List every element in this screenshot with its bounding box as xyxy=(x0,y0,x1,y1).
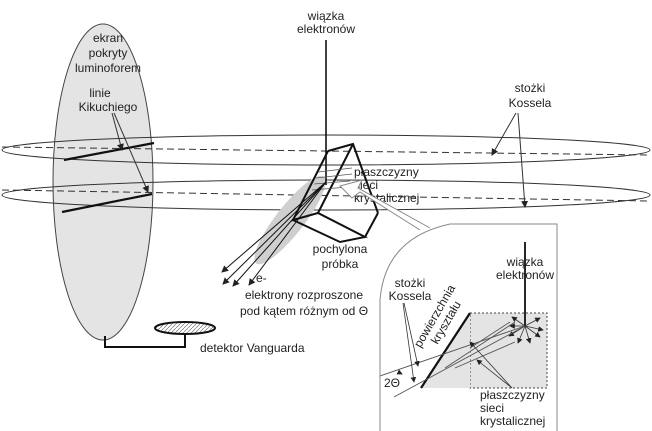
kikuchi-label: Kikuchiego xyxy=(79,100,138,114)
svg-text:stożki: stożki xyxy=(515,81,546,95)
lattice-planes-label: płaszczyzny xyxy=(354,165,419,179)
vanguard-detector xyxy=(154,321,216,335)
detector-cable xyxy=(104,334,186,348)
beam-label: wiązka xyxy=(307,9,345,23)
kikuchi-label: linie xyxy=(89,86,111,100)
svg-text:luminoforem: luminoforem xyxy=(75,61,141,75)
scattered-label: pod kątem różnym od Θ xyxy=(240,304,368,318)
kossel-label: stożki xyxy=(515,81,546,95)
svg-text:płaszczyzny: płaszczyzny xyxy=(480,388,545,402)
svg-text:próbka: próbka xyxy=(322,257,359,271)
kossel-label: Kossela xyxy=(509,96,552,110)
svg-text:elektrony rozproszone: elektrony rozproszone xyxy=(245,288,363,302)
inset-callout-arrow xyxy=(339,179,431,231)
svg-text:płaszczyzny: płaszczyzny xyxy=(354,165,419,179)
scattered-label: elektrony rozproszone xyxy=(245,288,363,302)
kikuchi-line-lower xyxy=(61,192,153,214)
kikuchi-pointer xyxy=(113,112,149,193)
sample-label: pochylona xyxy=(313,242,368,256)
svg-text:wiązka: wiązka xyxy=(506,255,544,269)
inset-beam-label: elektronów xyxy=(496,268,554,282)
svg-text:e-: e- xyxy=(256,271,267,285)
inset-lattice-label: sieci xyxy=(480,401,504,415)
svg-text:Kikuchiego: Kikuchiego xyxy=(79,100,138,114)
detector-label: detektor Vanguarda xyxy=(200,341,305,355)
svg-text:pochylona: pochylona xyxy=(313,242,368,256)
svg-text:sieci: sieci xyxy=(480,401,504,415)
screen-label: luminoforem xyxy=(75,61,141,75)
svg-text:linie: linie xyxy=(89,86,111,100)
inset-pointers xyxy=(396,302,513,389)
crystal-surface xyxy=(420,312,471,389)
svg-text:krystalicznej: krystalicznej xyxy=(480,414,545,428)
svg-text:detektor Vanguarda: detektor Vanguarda xyxy=(200,341,305,355)
sample-label: próbka xyxy=(322,257,359,271)
svg-text:pod kątem różnym od Θ: pod kątem różnym od Θ xyxy=(240,304,368,318)
inset-beam-label: wiązka xyxy=(506,255,544,269)
beam-label: elektronów xyxy=(297,22,355,36)
inset-kossel-label: stożki xyxy=(395,276,426,290)
scattered-electron-rays xyxy=(221,181,327,287)
kikuchi-line-upper xyxy=(63,141,155,162)
inset-kossel-label: Kossela xyxy=(389,289,432,303)
svg-text:Kossela: Kossela xyxy=(509,96,552,110)
inset-diffraction-lines xyxy=(379,321,526,398)
inset-lattice-label: płaszczyzny xyxy=(480,388,545,402)
svg-text:pokryty: pokryty xyxy=(89,46,128,60)
inset-lattice-label: krystalicznej xyxy=(480,414,545,428)
svg-text:ekran: ekran xyxy=(93,31,123,45)
kikuchi-pointer xyxy=(111,112,124,151)
kossel-pointer xyxy=(517,112,529,208)
svg-text:wiązka: wiązka xyxy=(307,9,345,23)
svg-text:Kossela: Kossela xyxy=(389,289,432,303)
angle-label: 2Θ xyxy=(384,376,400,390)
svg-text:elektronów: elektronów xyxy=(496,268,554,282)
kossel-pointer xyxy=(491,112,517,156)
svg-text:2Θ: 2Θ xyxy=(384,376,400,390)
svg-text:stożki: stożki xyxy=(395,276,426,290)
svg-text:elektronów: elektronów xyxy=(297,22,355,36)
electron-symbol: e- xyxy=(256,271,267,285)
screen-label: pokryty xyxy=(89,46,128,60)
screen-label: ekran xyxy=(93,31,123,45)
inset-crystal-region xyxy=(469,312,548,389)
